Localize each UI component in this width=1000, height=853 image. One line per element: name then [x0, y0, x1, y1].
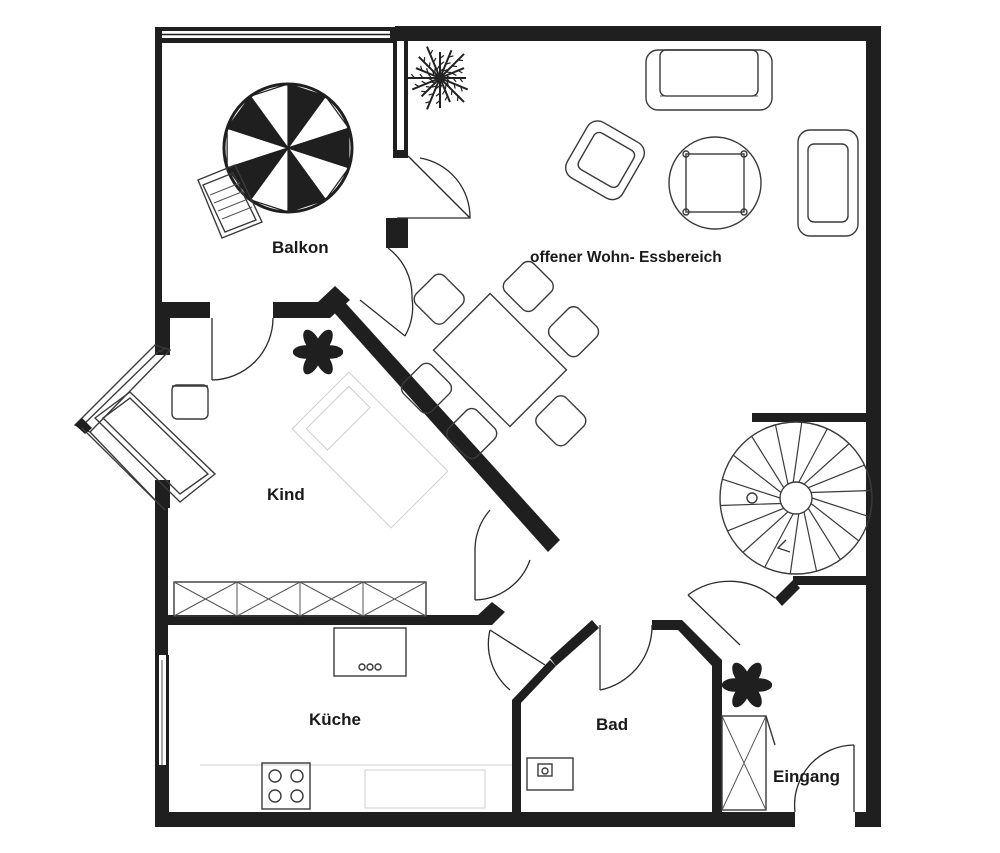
- wall-left-upper: [155, 27, 162, 317]
- wall-diagonal: [330, 298, 560, 552]
- wall-left-lower: [155, 655, 159, 765]
- armchair-right: [797, 129, 859, 237]
- plant-kind: [292, 329, 344, 375]
- desk: [93, 391, 217, 503]
- stove: [261, 762, 311, 810]
- deck-chair: [197, 164, 263, 239]
- washbasin: [526, 757, 574, 791]
- room-labels: Balkon offener Wohn- Essbereich Kind Küc…: [267, 238, 840, 786]
- wall-top: [395, 26, 880, 41]
- spiral-staircase: [719, 421, 873, 575]
- desk-chair: [171, 384, 209, 420]
- hob-island: [333, 627, 407, 677]
- palm-plant-balcony: [406, 46, 469, 110]
- label-balkon: Balkon: [272, 238, 329, 257]
- label-eingang: Eingang: [773, 767, 840, 786]
- label-wohn-essbereich: offener Wohn- Essbereich: [530, 249, 722, 266]
- parasol: [222, 82, 354, 214]
- sofa: [645, 49, 773, 111]
- kitchen-counter: [200, 764, 512, 809]
- shower: [721, 715, 776, 811]
- wall-left-mid: [155, 505, 168, 655]
- windows: [73, 344, 172, 765]
- plant-entrance: [721, 662, 773, 708]
- coffee-table: [668, 136, 762, 230]
- dining-table: [400, 260, 600, 460]
- wardrobe: [173, 581, 427, 617]
- wall-right: [866, 26, 881, 826]
- bed: [291, 371, 449, 529]
- wall-bottom: [155, 812, 795, 827]
- armchair-left: [564, 120, 646, 201]
- label-kind: Kind: [267, 485, 305, 504]
- interior-walls: [155, 41, 866, 812]
- label-bad: Bad: [596, 715, 628, 734]
- label-kueche: Küche: [309, 710, 361, 729]
- outer-walls: [155, 26, 881, 827]
- doors: [211, 155, 855, 813]
